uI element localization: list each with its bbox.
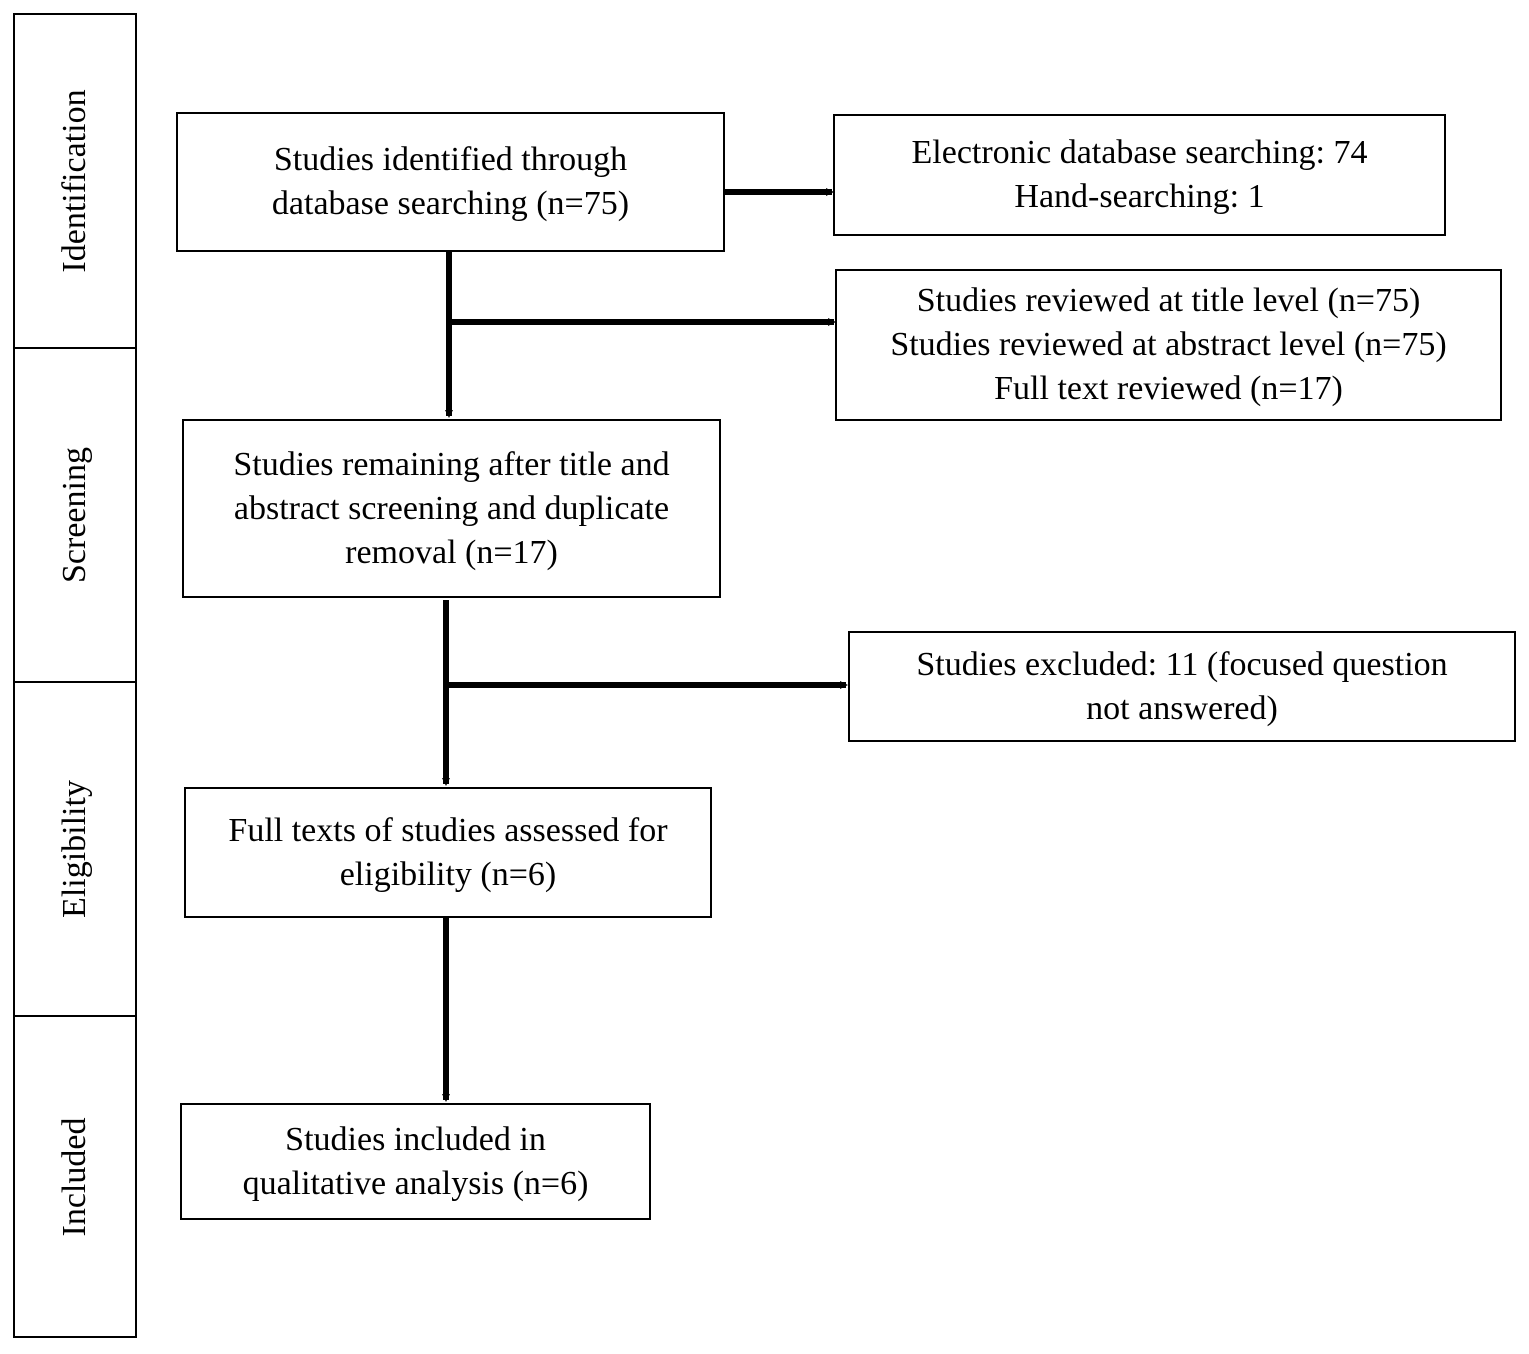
remaining-box: Studies remaining after title and abstra… xyxy=(182,419,721,598)
sources-line-1: Electronic database searching: 74 xyxy=(911,134,1368,171)
remaining-line-3: removal (n=17) xyxy=(345,533,558,571)
excluded-line-1: Studies excluded: 11 (focused question xyxy=(916,645,1448,683)
fulltext-box: Full texts of studies assessed for eligi… xyxy=(184,787,712,918)
fulltext-line-2: eligibility (n=6) xyxy=(339,855,557,893)
sources-box: Electronic database searching: 74 Hand-s… xyxy=(833,114,1446,236)
sources-line-2: Hand-searching: 1 xyxy=(1014,178,1265,215)
identified-line-1: Studies identified through xyxy=(273,141,628,178)
excluded-box: Studies excluded: 11 (focused question n… xyxy=(848,631,1516,742)
fulltext-line-1: Full texts of studies assessed for xyxy=(228,811,668,849)
included-box: Studies included in qualitative analysis… xyxy=(180,1103,651,1220)
included-line-1: Studies included in xyxy=(285,1120,546,1158)
phase-identification: Identification xyxy=(13,13,137,349)
reviewed-line-1: Studies reviewed at title level (n=75) xyxy=(916,282,1421,319)
phase-included: Included xyxy=(13,1015,137,1338)
remaining-line-1: Studies remaining after title and xyxy=(233,445,670,483)
identified-box: Studies identified through database sear… xyxy=(176,112,725,252)
included-line-2: qualitative analysis (n=6) xyxy=(242,1164,589,1202)
identified-line-2: database searching (n=75) xyxy=(271,185,630,222)
remaining-line-2: abstract screening and duplicate xyxy=(233,489,670,527)
reviewed-box: Studies reviewed at title level (n=75) S… xyxy=(835,269,1502,421)
reviewed-line-2: Studies reviewed at abstract level (n=75… xyxy=(890,326,1447,363)
reviewed-line-3: Full text reviewed (n=17) xyxy=(994,370,1343,407)
phase-screening: Screening xyxy=(13,347,137,683)
excluded-line-2: not answered) xyxy=(1086,689,1278,727)
